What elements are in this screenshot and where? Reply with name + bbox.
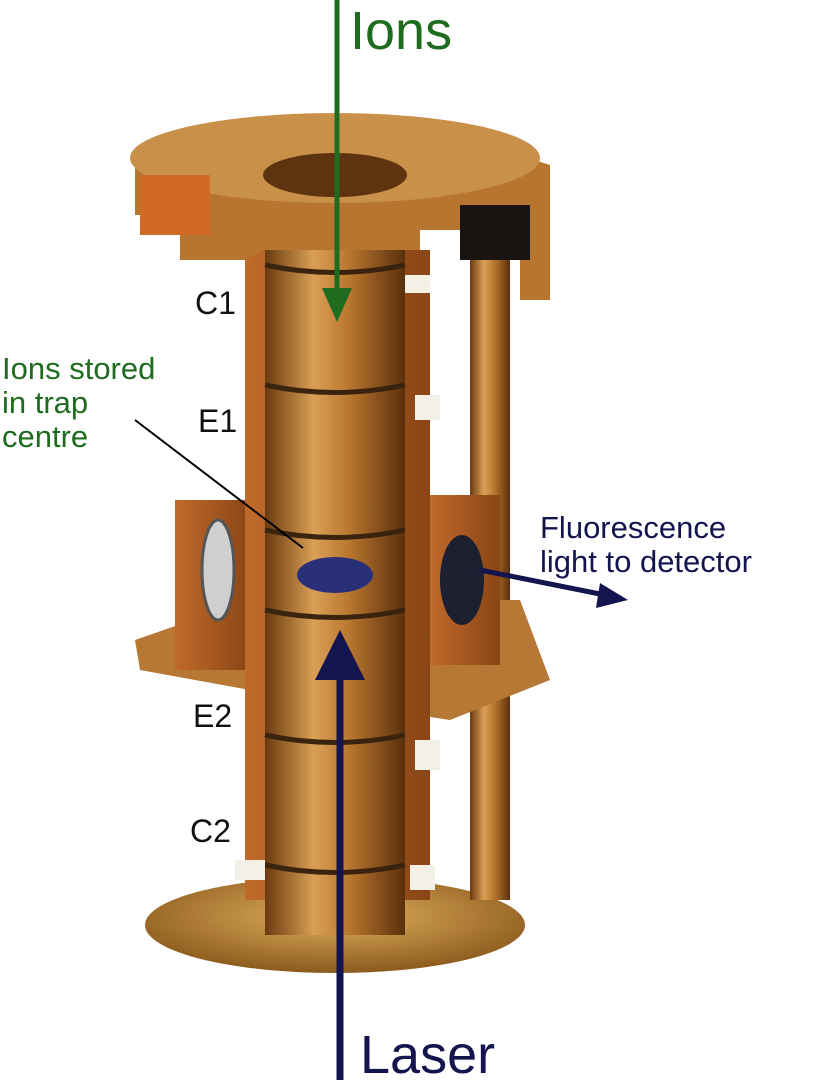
electrode-label-e1: E1 <box>198 403 238 439</box>
ions-arrow <box>322 0 352 322</box>
ion-pointer-line <box>134 419 304 549</box>
electrode-label-c1: C1 <box>195 285 236 321</box>
fluorescence-line-2: light to detector <box>540 544 752 579</box>
ions-stored-line-1: Ions stored <box>2 351 156 386</box>
ions-stored-line-3: centre <box>2 419 89 454</box>
left-window <box>200 518 236 622</box>
ions-stored-label: Ions stored in trap centre <box>2 352 155 454</box>
fluorescence-line-1: Fluorescence <box>540 510 727 545</box>
electrode-label-e2: E2 <box>193 698 233 734</box>
laser-arrow <box>315 630 365 1080</box>
ion-cloud <box>297 557 373 593</box>
fluorescence-arrow <box>479 567 628 608</box>
laser-label: Laser <box>360 1025 496 1080</box>
right-window <box>440 535 484 625</box>
fluorescence-label: Fluorescence light to detector <box>540 511 752 579</box>
electrode-label-c2: C2 <box>190 813 231 849</box>
ions-stored-line-2: in trap <box>2 385 89 420</box>
ions-label: Ions <box>350 1 453 61</box>
